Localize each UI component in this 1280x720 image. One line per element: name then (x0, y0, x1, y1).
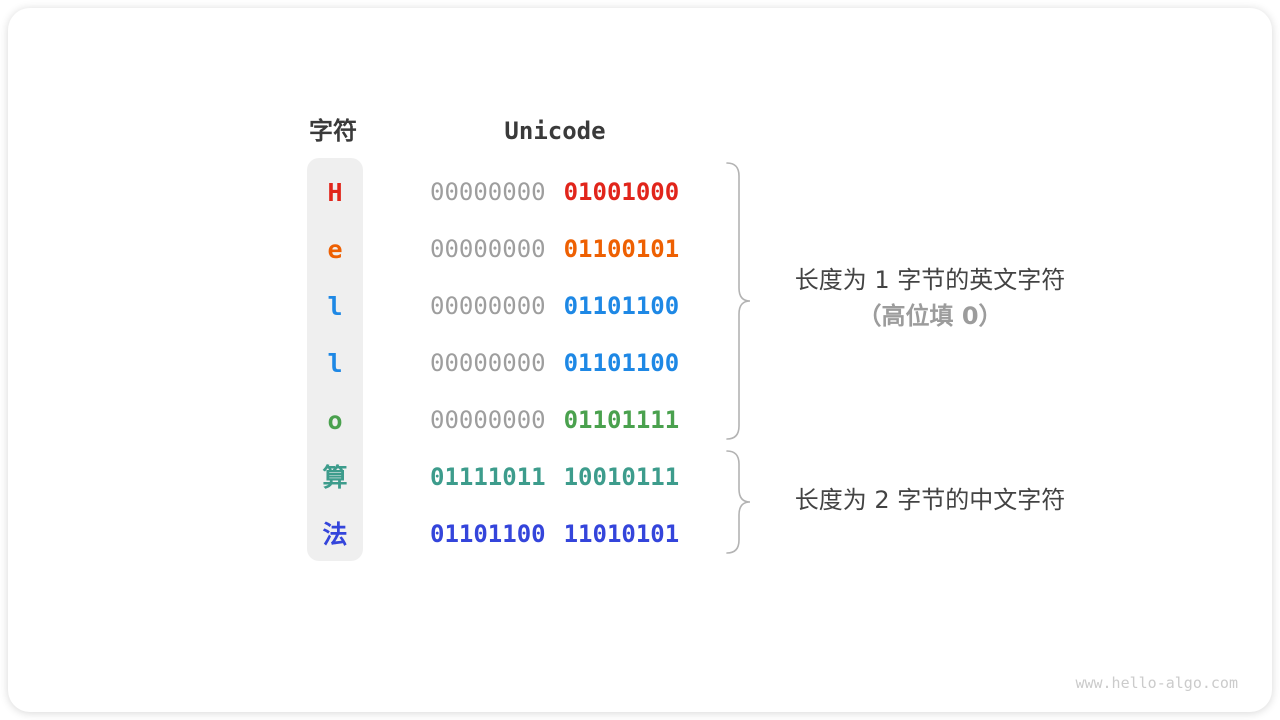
character-cell: e (327, 235, 343, 264)
annotation-line-secondary: （高位填 0） (857, 302, 1003, 330)
byte-low: 01100101 (563, 235, 680, 263)
annotation-line: 长度为 2 字节的中文字符 (794, 486, 1066, 514)
character-cell: l (327, 349, 343, 378)
character-cell: 法 (322, 520, 348, 549)
annotation-english-chars: 长度为 1 字节的英文字符 （高位填 0） (730, 262, 1130, 334)
brace-2-byte-icon (726, 450, 751, 554)
byte-low: 11010101 (563, 520, 680, 548)
byte-high: 01101100 (430, 520, 546, 548)
character-column: H e l l o 算 法 (307, 158, 363, 561)
byte-low: 01001000 (563, 178, 680, 206)
byte-low: 01101100 (563, 292, 680, 320)
byte-low: 01101111 (563, 406, 680, 434)
byte-high: 00000000 (430, 292, 546, 320)
byte-low: 10010111 (563, 463, 680, 491)
byte-high: 00000000 (430, 349, 546, 377)
diagram-card: 字符 Unicode H e l l o 算 法 00000000 0100100… (8, 8, 1272, 712)
byte-high: 01111011 (430, 463, 546, 491)
binary-row: 00000000 01101100 (430, 334, 679, 392)
character-cell: 算 (322, 463, 348, 492)
binary-row: 01101100 11010101 (430, 505, 679, 563)
character-cell: o (327, 406, 343, 435)
binary-row: 00000000 01101100 (430, 277, 679, 335)
byte-high: 00000000 (430, 406, 546, 434)
character-cell: H (327, 178, 343, 207)
binary-row: 00000000 01101111 (430, 391, 679, 449)
watermark-url: www.hello-algo.com (1075, 674, 1238, 692)
annotation-line: 长度为 1 字节的英文字符 (794, 266, 1066, 294)
byte-low: 01101100 (563, 349, 680, 377)
binary-row: 01111011 10010111 (430, 448, 679, 506)
brace-1-byte-icon (726, 162, 751, 440)
binary-row: 00000000 01001000 (430, 163, 679, 221)
character-cell: l (327, 292, 343, 321)
column-header-unicode: Unicode (504, 117, 606, 145)
brace-icons (726, 162, 751, 554)
binary-row: 00000000 01100101 (430, 220, 679, 278)
byte-high: 00000000 (430, 235, 546, 263)
byte-high: 00000000 (430, 178, 546, 206)
column-header-character: 字符 (309, 117, 357, 145)
annotation-chinese-chars: 长度为 2 字节的中文字符 (730, 482, 1130, 518)
